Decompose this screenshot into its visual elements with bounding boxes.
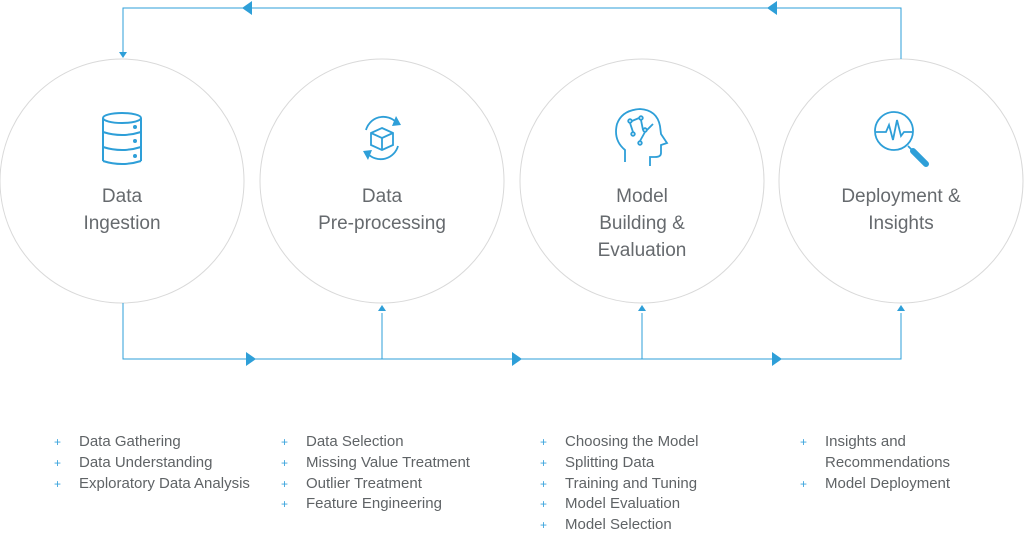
plus-bullet: +	[800, 476, 808, 491]
stage-title-model-building: Model Building & Evaluation	[520, 183, 764, 264]
stage-title-line: Model	[616, 186, 668, 207]
top-arrow-left-1	[242, 1, 252, 15]
plus-bullet: +	[540, 455, 548, 470]
plus-bullet: +	[540, 518, 548, 533]
list-item: + Data Gathering	[52, 432, 250, 453]
stage-title-data-preprocessing: Data Pre-processing	[260, 183, 504, 237]
list-item: + Data Understanding	[52, 453, 250, 474]
top-arrow-left-2	[767, 1, 777, 15]
list-item-label: Model Evaluation	[565, 495, 681, 513]
stage-list-model-building: + Choosing the Model + Splitting Data + Tra…	[538, 432, 698, 536]
plus-bullet: +	[540, 476, 548, 491]
down-arrow-into-ingestion	[119, 52, 127, 58]
plus-bullet: +	[540, 435, 548, 449]
stage-title-line: Data	[361, 186, 403, 207]
list-item: + Model Deployment	[798, 474, 950, 495]
plus-bullet: +	[540, 497, 548, 512]
plus-bullet: +	[800, 435, 808, 449]
list-item-label: Outlier Treatment	[306, 474, 422, 492]
stage-list-data-preprocessing: + Data Selection + Missing Value Treatment…	[279, 432, 470, 515]
stage-title-data-ingestion: Data Ingestion	[0, 183, 244, 237]
list-item-label: Insights and	[825, 433, 906, 450]
list-item: + Insights and	[798, 432, 950, 453]
stage-circle-3	[519, 58, 765, 304]
list-item: + Outlier Treatment	[279, 474, 470, 495]
list-item: + Exploratory Data Analysis	[52, 474, 250, 495]
plus-bullet: +	[281, 476, 289, 491]
up-arrow-into-model-building	[638, 305, 646, 311]
box-cycle-icon	[363, 115, 401, 161]
list-item: + Missing Value Treatment	[279, 453, 470, 474]
list-item: + Model Evaluation	[538, 494, 698, 515]
list-item-label: Model Selection	[565, 516, 672, 534]
bottom-flow-line	[122, 303, 902, 360]
bottom-arrow-right-3	[772, 352, 782, 366]
stage-title-line: Pre-processing	[318, 213, 446, 234]
stage-title-line: Building &	[599, 213, 685, 234]
list-item: + Feature Engineering	[279, 494, 470, 515]
plus-bullet: +	[281, 455, 289, 470]
bottom-arrow-right-1	[246, 352, 256, 366]
up-arrow-into-deployment	[897, 305, 905, 311]
stage-title-deployment-insights: Deployment & Insights	[779, 183, 1023, 237]
plus-bullet: +	[54, 476, 62, 491]
list-item-label: Missing Value Treatment	[306, 453, 470, 471]
stage-title-line: Evaluation	[597, 240, 687, 261]
list-item: + Data Selection	[279, 432, 470, 453]
plus-bullet: +	[54, 455, 62, 470]
bottom-arrow-right-2	[512, 352, 522, 366]
stage-circle-4	[778, 58, 1024, 304]
stage-title-line: Deployment &	[841, 186, 961, 207]
list-item-label: Exploratory Data Analysis	[79, 474, 250, 492]
brain-head-icon	[615, 108, 669, 166]
database-icon	[102, 112, 142, 165]
list-item: + Choosing the Model	[538, 432, 698, 453]
plus-bullet: +	[281, 435, 289, 449]
plus-bullet: +	[54, 435, 62, 449]
stage-title-line: Data	[101, 186, 143, 207]
plus-bullet: +	[281, 497, 289, 512]
list-item-label: Model Deployment	[825, 474, 951, 492]
stage-title-line: Ingestion	[83, 213, 161, 234]
list-item: + Training and Tuning	[538, 474, 698, 495]
list-item-label: Training and Tuning	[565, 474, 698, 492]
list-item-label: Data Selection	[306, 433, 404, 450]
list-item-label: Data Understanding	[79, 453, 213, 471]
stage-circle-2	[259, 58, 505, 304]
stage-circle-1	[0, 58, 245, 304]
list-item-label: Choosing the Model	[565, 433, 699, 450]
stage-title-line: Insights	[868, 213, 934, 234]
list-item-continuation: Recommendations	[798, 453, 950, 474]
list-item-label: Recommendations	[825, 453, 951, 471]
stage-list-deployment-insights: + Insights and Recommendations + Model Dep…	[798, 432, 950, 494]
up-arrow-into-preprocessing	[378, 305, 386, 311]
list-item: + Splitting Data	[538, 453, 698, 474]
stage-list-data-ingestion: + Data Gathering + Data Understanding + Exp…	[52, 432, 250, 494]
magnifier-pulse-icon	[874, 111, 929, 167]
top-feedback-loop	[122, 7, 902, 59]
list-item: + Model Selection	[538, 515, 698, 536]
list-item-label: Data Gathering	[79, 433, 181, 450]
list-item-label: Feature Engineering	[306, 495, 442, 513]
list-item-label: Splitting Data	[565, 453, 655, 471]
